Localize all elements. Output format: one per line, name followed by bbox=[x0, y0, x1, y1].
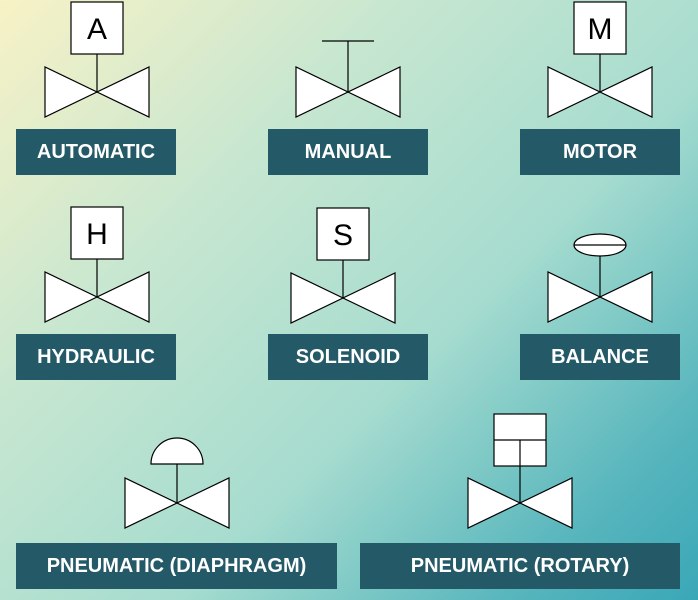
balance-valve-right bbox=[598, 271, 653, 323]
motor-label: MOTOR bbox=[520, 129, 680, 175]
automatic-valve-left bbox=[44, 66, 99, 118]
hydraulic-valve-symbol: H bbox=[44, 206, 150, 323]
solenoid-valve-left bbox=[290, 272, 345, 324]
solenoid-actuator-letter: S bbox=[333, 219, 353, 252]
manual-valve-left bbox=[295, 66, 350, 118]
pneumatic-diaphragm-valve-symbol bbox=[124, 437, 230, 529]
pneumatic-diaphragm-label: PNEUMATIC (DIAPHRAGM) bbox=[16, 543, 337, 589]
motor-actuator-box bbox=[573, 1, 627, 55]
rotary-valve-left bbox=[467, 477, 522, 529]
hydraulic-actuator-box bbox=[70, 206, 124, 260]
diaphragm-valve-right bbox=[175, 477, 230, 529]
motor-valve-left bbox=[547, 66, 602, 118]
automatic-actuator-letter: A bbox=[87, 13, 107, 46]
solenoid-valve-right bbox=[341, 272, 396, 324]
balance-label: BALANCE bbox=[520, 334, 680, 380]
manual-valve-symbol bbox=[295, 40, 401, 118]
motor-actuator-letter: M bbox=[588, 13, 613, 46]
rotary-valve-right bbox=[518, 477, 573, 529]
solenoid-label: SOLENOID bbox=[268, 334, 428, 380]
balance-valve-symbol bbox=[547, 233, 653, 323]
balance-valve-left bbox=[547, 271, 602, 323]
motor-valve-right bbox=[598, 66, 653, 118]
solenoid-actuator-box bbox=[316, 207, 370, 261]
diaphragm-valve-left bbox=[124, 477, 179, 529]
automatic-valve-symbol: A bbox=[44, 1, 150, 118]
automatic-actuator-box bbox=[70, 1, 124, 55]
hydraulic-valve-left bbox=[44, 271, 99, 323]
manual-valve-right bbox=[346, 66, 401, 118]
manual-label: MANUAL bbox=[268, 129, 428, 175]
automatic-label: AUTOMATIC bbox=[16, 129, 176, 175]
pneumatic-rotary-valve-symbol bbox=[467, 413, 573, 529]
diaphragm-actuator-dome bbox=[150, 437, 204, 465]
solenoid-valve-symbol: S bbox=[290, 207, 396, 324]
motor-valve-symbol: M bbox=[547, 1, 653, 118]
hydraulic-valve-right bbox=[95, 271, 150, 323]
pneumatic-rotary-label: PNEUMATIC (ROTARY) bbox=[360, 543, 680, 589]
automatic-valve-right bbox=[95, 66, 150, 118]
hydraulic-label: HYDRAULIC bbox=[16, 334, 176, 380]
hydraulic-actuator-letter: H bbox=[86, 218, 108, 251]
